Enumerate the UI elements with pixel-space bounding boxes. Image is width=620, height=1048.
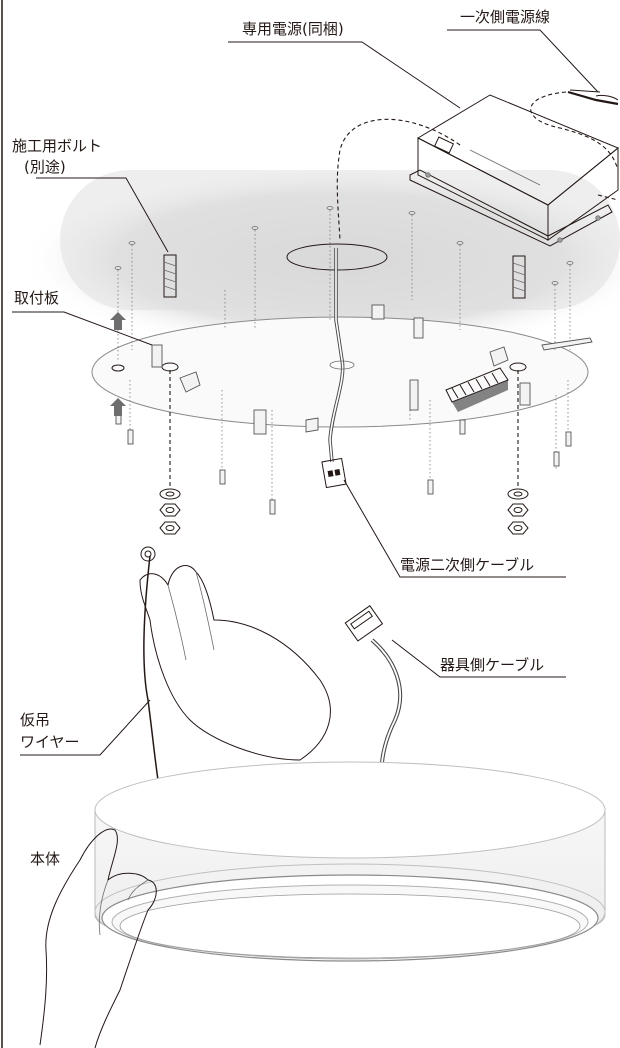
primary-power-cable [567, 89, 619, 106]
label-power-secondary-cable: 電源二次側ケーブル [400, 556, 534, 574]
label-primary-power-line: 一次側電源線 [460, 8, 550, 26]
label-temp-wire-1: 仮吊 [20, 711, 50, 729]
plate-cable-hole [329, 360, 355, 370]
fixture-cable [344, 605, 403, 781]
washer-nut-left [159, 488, 181, 535]
plate-components [151, 304, 593, 435]
washer-nut-right [507, 488, 529, 535]
hand-bottom [39, 828, 157, 1048]
label-temp-wire-2: ワイヤー [20, 733, 80, 751]
label-construction-bolt-1: 施工用ボルト [12, 137, 102, 155]
hand-top [139, 565, 331, 761]
label-fixture-cable: 器具側ケーブル [440, 656, 544, 674]
temp-wire [140, 546, 159, 781]
supply-right-dash [597, 194, 619, 201]
bolt-left [163, 254, 177, 298]
primary-line-dash [530, 91, 619, 171]
leader-lines [12, 29, 599, 756]
up-arrows [110, 312, 126, 416]
plate-hole-right [509, 362, 527, 372]
ceiling-band [60, 170, 620, 310]
bolt-right [512, 255, 526, 299]
label-dedicated-power-supply: 専用電源(同梱) [242, 20, 344, 38]
label-construction-bolt-2: (別途) [24, 158, 66, 176]
label-mounting-plate: 取付板 [14, 289, 59, 307]
mounting-plate [91, 316, 589, 428]
secondary-connector [321, 457, 347, 489]
supply-to-hole-dash [336, 118, 461, 241]
power-supply-box [409, 94, 619, 247]
label-main-body: 本体 [30, 850, 60, 868]
main-body [94, 761, 606, 962]
